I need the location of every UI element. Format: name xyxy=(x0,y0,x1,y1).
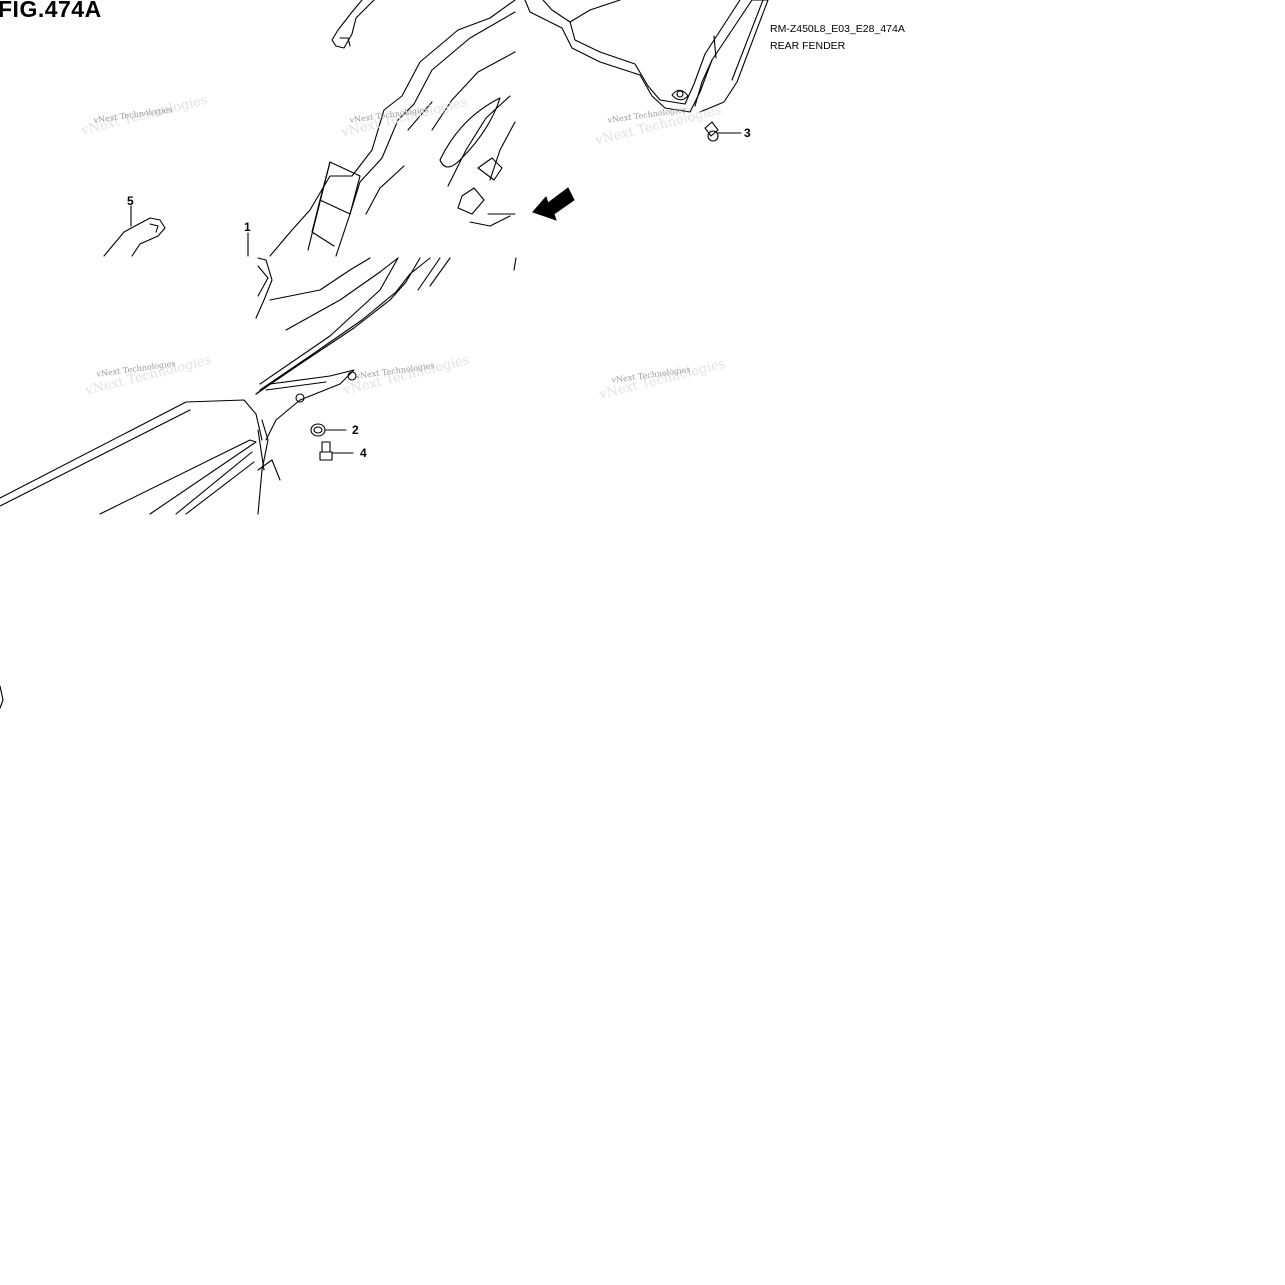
fender-upper-body xyxy=(269,0,516,257)
bolt-part-4 xyxy=(319,441,354,461)
fender-lower-body xyxy=(0,257,517,515)
section-name: REAR FENDER xyxy=(770,40,846,52)
rear-fender-tail xyxy=(524,0,769,113)
grommet-part-2 xyxy=(310,423,347,437)
screw-part-3 xyxy=(704,121,742,142)
strap-part-5 xyxy=(103,217,166,257)
figure-title: FIG.474A xyxy=(0,0,102,22)
callout-2: 2 xyxy=(352,423,359,437)
callout-4: 4 xyxy=(360,446,367,460)
callout-3: 3 xyxy=(744,126,751,140)
callout-5: 5 xyxy=(127,194,134,208)
callout-1: 1 xyxy=(244,220,251,234)
model-code: RM-Z450L8_E03_E28_474A xyxy=(770,23,905,35)
forward-arrow-icon xyxy=(532,187,575,221)
